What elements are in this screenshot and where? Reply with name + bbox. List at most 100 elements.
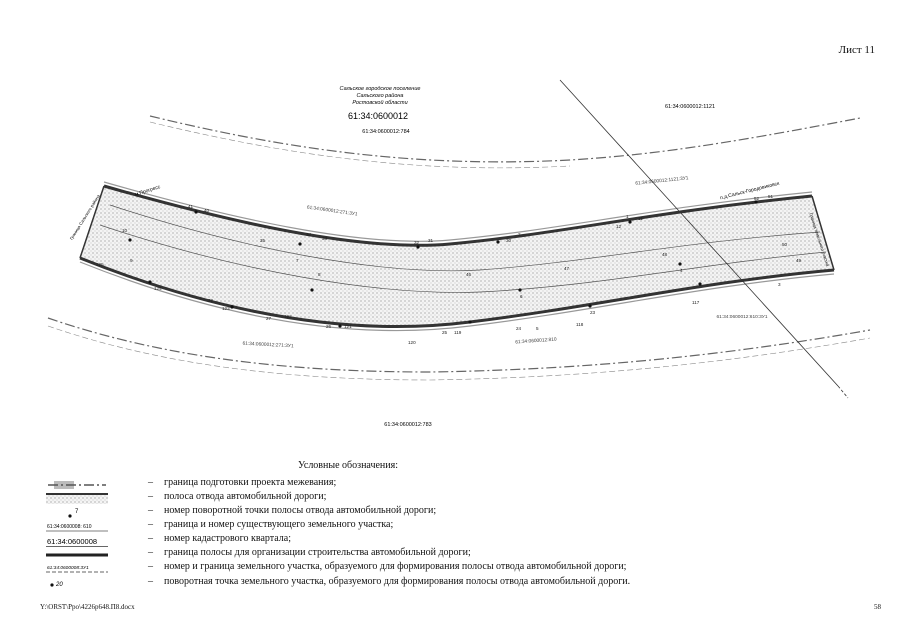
legend-symbol-project-boundary — [48, 481, 106, 489]
legend-row-new-turning-point: 20 – поворотная точка земельного участка… — [40, 576, 760, 592]
point-number: 31 — [428, 238, 434, 243]
legend-dash: – — [148, 533, 153, 544]
parcel-1121-zu1: 61:34:0600012:1121:3У1 — [635, 175, 689, 187]
project-boundary-top-inner — [149, 121, 571, 169]
point-number: 12 — [616, 224, 622, 229]
legend-symbol-text: 61:34:0600008: 610 — [47, 524, 92, 530]
parcel-784: 61:34:0600012:784 — [362, 129, 409, 135]
point-number: 26 — [326, 324, 332, 329]
legend-symbol-text: 20 — [55, 582, 63, 588]
point-number: 11 — [638, 216, 643, 221]
point-number: 22 — [208, 298, 214, 303]
legend-symbol-turning-point: 7 — [68, 509, 79, 518]
point-number: 3 — [778, 282, 781, 287]
legend-row-new-parcel: 61:34:0600008:3У1 – номер и граница земе… — [40, 561, 760, 577]
project-boundary-top — [149, 115, 861, 163]
settlement-line-3: Ростовской области — [352, 99, 407, 106]
legend-dash: – — [148, 491, 153, 502]
point-number: 27 — [266, 316, 272, 321]
parcel-left: 61:34:0600012:271:3У1 — [242, 341, 294, 350]
legend-text: граница полосы для организации строитель… — [164, 547, 471, 558]
legend-text: граница подготовки проекта межевания; — [164, 477, 337, 488]
legend-dash: – — [148, 505, 153, 516]
project-boundary-bottom-inner — [47, 325, 871, 381]
legend-text: номер кадастрового квартала; — [164, 533, 292, 544]
legend-symbol-right-of-way — [46, 493, 108, 504]
legend-text: поворотная точка земельного участка, обр… — [164, 576, 631, 587]
parcel-right: 61:34:0600012:610:3У1 — [716, 314, 767, 320]
point-number: 117 — [692, 300, 700, 305]
parcel-1121: 61:34:0600012:1121 — [665, 104, 715, 110]
point-number: 9 — [130, 258, 133, 263]
inner-line-2 — [99, 224, 827, 293]
settlement-line-2: Сальского района — [357, 92, 404, 99]
legend-symbol-text: 7 — [75, 509, 79, 515]
legend-symbol-text: 61:34:0600008 — [47, 537, 97, 546]
project-boundary-bottom — [47, 317, 871, 373]
legend-symbol-text: 61:34:0600008:3У1 — [47, 565, 89, 571]
point-number: 47 — [564, 266, 570, 271]
point-number: 118 — [576, 322, 584, 327]
inner-line-1 — [109, 204, 821, 272]
legend-row-turning-point: 7 – номер поворотной точки полосы отвода… — [40, 505, 760, 521]
legend-row-right-of-way: – полоса отвода автомобильной дороги; — [40, 491, 760, 507]
quarter-main: 61:34:0600012 — [348, 111, 408, 121]
footer-file-path: Y:\ORST\Ppo\4226р648.П8.docx — [40, 603, 135, 611]
parcel-783: 61:34:0600012:783 — [384, 422, 431, 428]
point-number: 34 — [306, 232, 312, 237]
road-label-left: м.Прогресс — [134, 184, 161, 198]
point-number: 33 — [322, 236, 328, 241]
point-number: 46 — [466, 272, 472, 277]
point-number: 124 — [154, 286, 162, 291]
point-number: 50 — [782, 242, 788, 247]
point-number: 123 — [222, 306, 230, 311]
road-end-left — [79, 185, 105, 259]
point-number: 121 — [344, 324, 352, 329]
point-number: 52 — [754, 196, 760, 201]
legend-dash: – — [148, 519, 153, 530]
legend-dash: – — [148, 576, 153, 587]
point-number: 49 — [796, 258, 802, 263]
road-right-of-way — [80, 186, 834, 327]
point-number: 25 — [442, 330, 448, 335]
road-end-right — [811, 195, 835, 271]
parcel-divider-dash — [837, 385, 849, 399]
point-number: 41 — [188, 204, 194, 209]
road-boundary-bottom-shadow — [79, 261, 835, 332]
point-number: 8 — [318, 272, 321, 277]
settlement-line-1: Сальское городское поселение — [340, 86, 421, 92]
legend-row-quarter: 61:34:0600008 – номер кадастрового кварт… — [40, 533, 760, 549]
point-number: 4 — [680, 268, 683, 273]
point-number: 51 — [768, 194, 774, 199]
point-number: 10 — [122, 228, 128, 233]
page-number: 58 — [874, 603, 881, 611]
legend-symbol-construction-strip — [46, 553, 108, 557]
point-number: 125 — [96, 262, 104, 267]
legend-row-existing-parcel: 61:34:0600008: 610 – граница и номер сущ… — [40, 519, 760, 535]
legend-text: полоса отвода автомобильной дороги; — [164, 491, 327, 502]
point-number: 119 — [454, 330, 462, 335]
point-number: 24 — [516, 326, 522, 331]
point-number: 35 — [260, 238, 266, 243]
cadastral-map: Сальское городское поселение Сальского р… — [47, 79, 871, 428]
point-number: 120 — [408, 340, 416, 345]
legend-row-construction-strip: – граница полосы для организации строите… — [40, 547, 760, 563]
legend-row-project-boundary: – граница подготовки проекта межевания; — [40, 477, 760, 493]
point-number: 23 — [590, 310, 596, 315]
turning-points — [128, 200, 758, 328]
point-number: 1 — [626, 214, 629, 219]
point-number: 2 — [518, 232, 521, 237]
legend-text: граница и номер существующего земельного… — [164, 519, 394, 530]
legend-symbol-new-parcel: 61:34:0600008:3У1 — [46, 565, 108, 573]
point-number: 32 — [414, 240, 420, 245]
legend-symbol-existing-parcel: 61:34:0600008: 610 — [46, 524, 108, 532]
parcel-divider-line — [559, 79, 839, 387]
point-number: 6 — [520, 294, 523, 299]
point-number: 40 — [204, 208, 210, 213]
road-boundary-top-shadow — [103, 181, 813, 242]
legend-symbol-quarter: 61:34:0600008 — [46, 537, 108, 547]
point-number: 5 — [536, 326, 539, 331]
point-number: 30 — [506, 238, 512, 243]
legend-dash: – — [148, 547, 153, 558]
legend-dash: – — [148, 477, 153, 488]
